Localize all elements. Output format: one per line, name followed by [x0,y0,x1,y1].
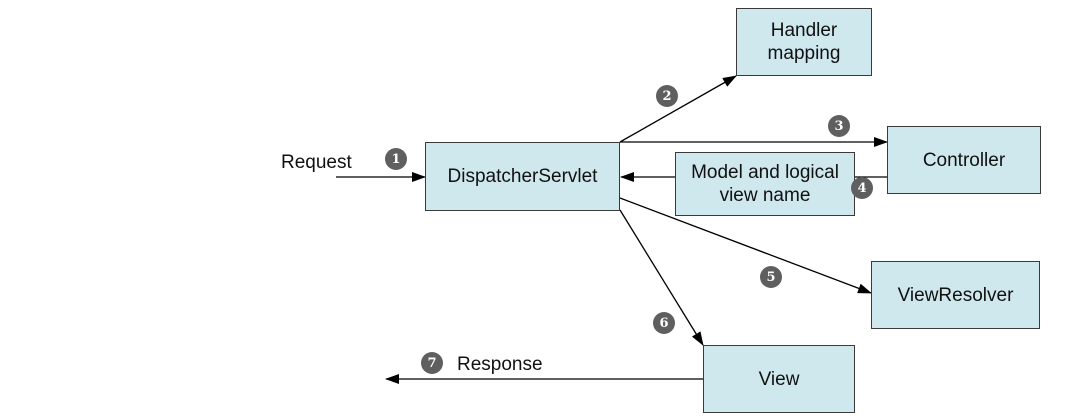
model-and-view-name-box: Model and logical view name [675,152,855,216]
arrow-to-view [619,209,704,346]
dispatcher-servlet-box: DispatcherServlet [425,142,620,211]
response-label: Response [457,354,543,375]
step-2-badge: 2 [656,85,678,107]
view-resolver-box: ViewResolver [871,261,1040,329]
handler-mapping-box: Handler mapping [736,8,872,76]
arrow-to-view-resolver [619,197,872,294]
view-box: View [703,345,855,413]
arrow-to-handler-mapping [619,75,737,143]
step-6-badge: 6 [653,312,675,334]
step-4-badge: 4 [851,177,873,199]
step-5-badge: 5 [760,266,782,288]
step-7-badge: 7 [421,352,443,374]
controller-box: Controller [887,126,1041,194]
step-3-badge: 3 [828,115,850,137]
step-1-badge: 1 [385,148,407,170]
request-label: Request [281,152,352,173]
